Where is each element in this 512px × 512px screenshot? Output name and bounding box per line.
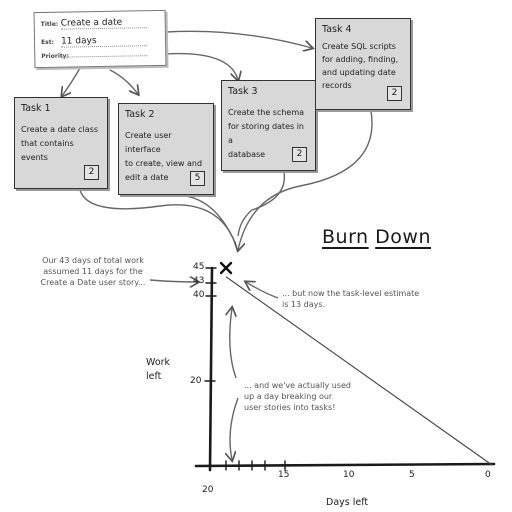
task-title: Task 3: [228, 86, 258, 97]
task-description: Create a date class that contains events: [21, 123, 101, 165]
chart-title-burn: Burn: [322, 226, 369, 248]
task-title: Task 2: [125, 109, 155, 120]
annotation-used-day: ... and we've actually used up a day bre…: [244, 380, 384, 413]
task-desc-line: Create user interface: [125, 131, 172, 154]
flow-task-3: [237, 171, 286, 237]
story-priority-value: [61, 55, 148, 58]
x-axis-label: Days left: [326, 497, 369, 508]
annotation-total-work: Our 43 days of total work assumed 11 day…: [28, 255, 158, 288]
story-priority-label: Priority:: [41, 52, 70, 61]
arrow-note-used-down: [230, 397, 239, 460]
annotation-line: up a day breaking our: [244, 392, 333, 401]
chart-title-down: Down: [375, 226, 431, 248]
annotation-line: Our 43 days of total work: [42, 256, 144, 265]
story-title-label: Title:: [40, 20, 59, 29]
x-tick-20: 20: [202, 485, 214, 495]
arrow-to-task-3: [163, 52, 238, 80]
x-tick-0: 0: [485, 470, 491, 480]
task-description: Create SQL scripts for adding, finding, …: [322, 40, 404, 92]
annotation-line: Create a Date user story...: [40, 278, 146, 287]
y-axis-label-line: left: [146, 371, 162, 382]
task-desc-line: to create, view and: [125, 159, 203, 168]
task-desc-line: for storing dates in a: [228, 122, 304, 145]
y-axis: [208, 266, 214, 472]
y-axis-label: Work left: [146, 356, 170, 384]
y-tick-40: 40: [193, 290, 205, 300]
task-estimate: 5: [190, 171, 205, 186]
x-axis: [194, 462, 496, 468]
arrow-note-used-up: [230, 308, 236, 379]
task-card-3: Task 3 Create the schema for storing dat…: [221, 80, 316, 171]
arrow-to-task-4: [165, 30, 312, 48]
story-estimate-label: Est:: [40, 38, 55, 47]
task-card-1: Task 1 Create a date class that contains…: [14, 97, 108, 189]
annotation-line: is 13 days.: [282, 300, 326, 309]
arrow-note-estimate: [246, 282, 279, 299]
x-marker: [219, 261, 233, 275]
story-title-row: Title: Create a date: [41, 17, 147, 30]
annotation-line: user stories into tasks!: [244, 403, 336, 412]
chart-title: Burn Down: [322, 226, 431, 248]
task-desc-line: and updating date: [322, 68, 396, 77]
annotation-line: ... and we've actually used: [244, 381, 351, 390]
story-title-value: Create a date: [60, 17, 147, 30]
task-description: Create the schema for storing dates in a…: [228, 106, 309, 162]
annotation-task-level: ... but now the task-level estimate is 1…: [282, 288, 472, 310]
task-desc-line: that contains events: [21, 139, 74, 162]
task-card-2: Task 2 Create user interface to create, …: [118, 103, 214, 195]
task-desc-line: for adding, finding,: [322, 55, 399, 64]
flow-task-2: [167, 194, 235, 241]
y-tick-43: 43: [193, 276, 205, 286]
x-tick-5: 5: [409, 470, 415, 480]
task-estimate: 2: [292, 147, 307, 162]
story-estimate-value: 11 days: [60, 35, 148, 48]
y-tick-20: 20: [190, 376, 202, 386]
task-title: Task 1: [21, 103, 51, 114]
task-estimate: 2: [387, 86, 402, 101]
task-desc-line: edit a date: [125, 173, 169, 182]
user-story-card: Title: Create a date Est: 11 days Priori…: [33, 9, 167, 69]
story-priority-row: Priority:: [41, 51, 148, 61]
flow-task-1: [79, 189, 237, 247]
arrow-to-task-1: [62, 67, 81, 96]
task-desc-line: Create a date class: [21, 125, 99, 134]
story-estimate-row: Est: 11 days: [40, 35, 148, 48]
task-description: Create user interface to create, view an…: [125, 129, 207, 185]
x-tick-15: 15: [278, 470, 290, 480]
task-estimate: 2: [84, 165, 99, 180]
task-card-4: Task 4 Create SQL scripts for adding, fi…: [315, 18, 411, 110]
task-title: Task 4: [322, 24, 352, 35]
arrow-to-task-2: [109, 69, 138, 94]
y-tick-45: 45: [193, 262, 205, 272]
task-desc-line: Create SQL scripts: [322, 42, 396, 51]
annotation-line: assumed 11 days for the: [43, 267, 143, 276]
task-desc-line: Create the schema: [228, 108, 305, 117]
task-desc-line: records: [322, 81, 352, 90]
task-desc-line: database: [228, 150, 266, 159]
annotation-line: ... but now the task-level estimate: [282, 289, 420, 298]
y-axis-label-line: Work: [146, 357, 171, 368]
x-tick-10: 10: [343, 470, 355, 480]
